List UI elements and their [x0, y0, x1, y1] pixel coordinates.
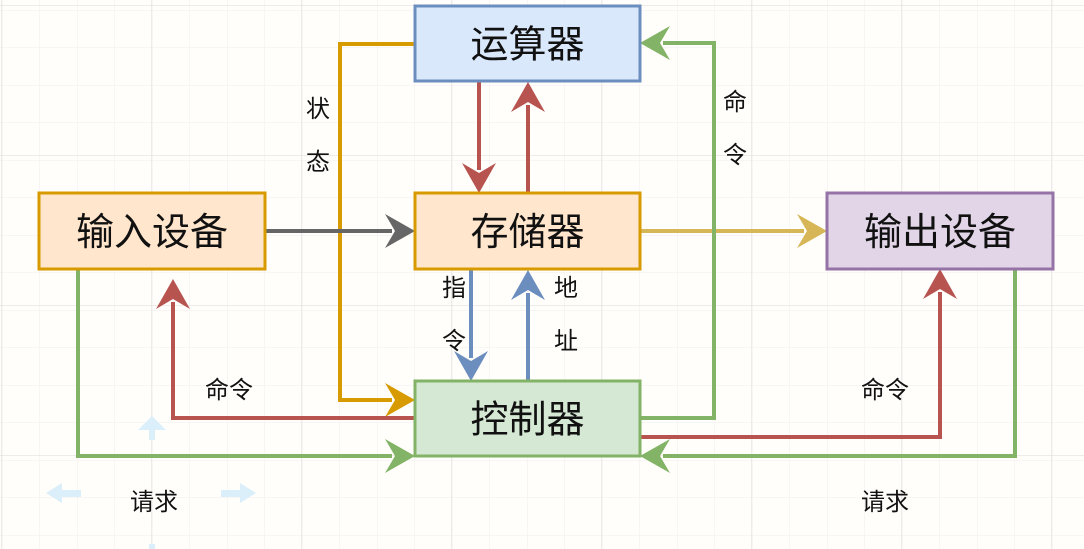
edge-memory-to-output[interactable]: [640, 214, 827, 248]
input-to-memory-arrowhead-icon: [385, 214, 415, 248]
node-memory[interactable]: 存储器: [413, 191, 642, 271]
controller-to-output-command-arrowhead-icon: [923, 269, 957, 299]
node-controller[interactable]: 控制器: [413, 379, 642, 458]
label-address-char-1: 地: [554, 274, 578, 302]
edges: [76, 26, 1017, 473]
edge-controller-to-alu-command[interactable]: [640, 26, 716, 420]
alu-to-controller-status-arrowhead-icon: [385, 383, 415, 417]
label-status-char-1: 状: [306, 95, 330, 123]
node-label: 存储器: [470, 210, 584, 254]
hint-arrow-right-shaft: [221, 490, 240, 497]
node-label: 运算器: [470, 23, 584, 67]
hint-arrow-down-stub: [149, 544, 155, 549]
hint-arrow-left-icon: [46, 483, 62, 503]
drag-hint-arrows: [46, 416, 256, 549]
edge-controller-to-memory-address[interactable]: [511, 270, 545, 381]
memory-to-controller-instruction-arrowhead-icon: [454, 351, 488, 381]
node-box[interactable]: [413, 379, 642, 458]
edge-controller-to-input-command[interactable]: [156, 279, 415, 420]
alu-to-memory-arrowhead-icon: [462, 163, 496, 193]
label-instruction-char-2: 令: [442, 327, 466, 355]
node-label: 输出设备: [864, 210, 1016, 254]
controller-to-input-command-arrowhead-icon: [156, 279, 190, 309]
node-box[interactable]: [825, 191, 1055, 271]
output-to-controller-request-arrowhead-icon: [640, 439, 670, 473]
label-status-char-2: 态: [306, 148, 330, 176]
hint-arrow-up-shaft: [149, 420, 155, 440]
label-output-request: 请求: [861, 488, 909, 516]
node-input[interactable]: 输入设备: [37, 191, 267, 271]
label-output-command: 命令: [861, 376, 909, 404]
controller-to-memory-address-arrowhead-icon: [511, 270, 545, 300]
controller-to-alu-command-arrowhead-icon: [640, 26, 670, 60]
edge-memory-to-controller-instruction[interactable]: [454, 269, 488, 381]
edge-alu-to-memory[interactable]: [462, 81, 496, 193]
edge-alu-to-controller-status[interactable]: [338, 42, 415, 417]
edge-memory-to-alu[interactable]: [511, 82, 545, 193]
label-alu-command-char-2: 令: [723, 141, 747, 169]
label-instruction-char-1: 指: [442, 274, 466, 302]
node-box[interactable]: [413, 4, 642, 83]
edge-output-to-controller-request[interactable]: [640, 269, 1017, 473]
label-address-char-2: 址: [554, 327, 578, 355]
hint-arrow-left-shaft: [62, 490, 81, 497]
node-alu[interactable]: 运算器: [413, 4, 642, 83]
memory-to-alu-arrowhead-icon: [511, 82, 545, 112]
edge-line[interactable]: [76, 269, 392, 458]
label-input-command: 命令: [205, 376, 253, 404]
label-alu-command-char-1: 命: [723, 88, 747, 116]
edge-line[interactable]: [640, 41, 716, 420]
node-label: 输入设备: [76, 210, 228, 254]
node-box[interactable]: [413, 191, 642, 271]
memory-to-output-arrowhead-icon: [797, 214, 827, 248]
edge-line[interactable]: [171, 302, 415, 420]
node-box[interactable]: [37, 191, 267, 271]
hint-arrow-right-icon: [240, 483, 256, 503]
edge-input-to-controller-request[interactable]: [76, 269, 415, 473]
node-output[interactable]: 输出设备: [825, 191, 1055, 271]
edge-input-to-memory[interactable]: [265, 214, 415, 248]
edge-controller-to-output-command[interactable]: [640, 269, 957, 439]
edge-line[interactable]: [663, 269, 1017, 458]
edge-line[interactable]: [640, 292, 942, 439]
edge-line[interactable]: [338, 42, 415, 402]
node-label: 控制器: [470, 398, 584, 442]
input-to-controller-request-arrowhead-icon: [385, 439, 415, 473]
label-input-request: 请求: [130, 488, 178, 516]
